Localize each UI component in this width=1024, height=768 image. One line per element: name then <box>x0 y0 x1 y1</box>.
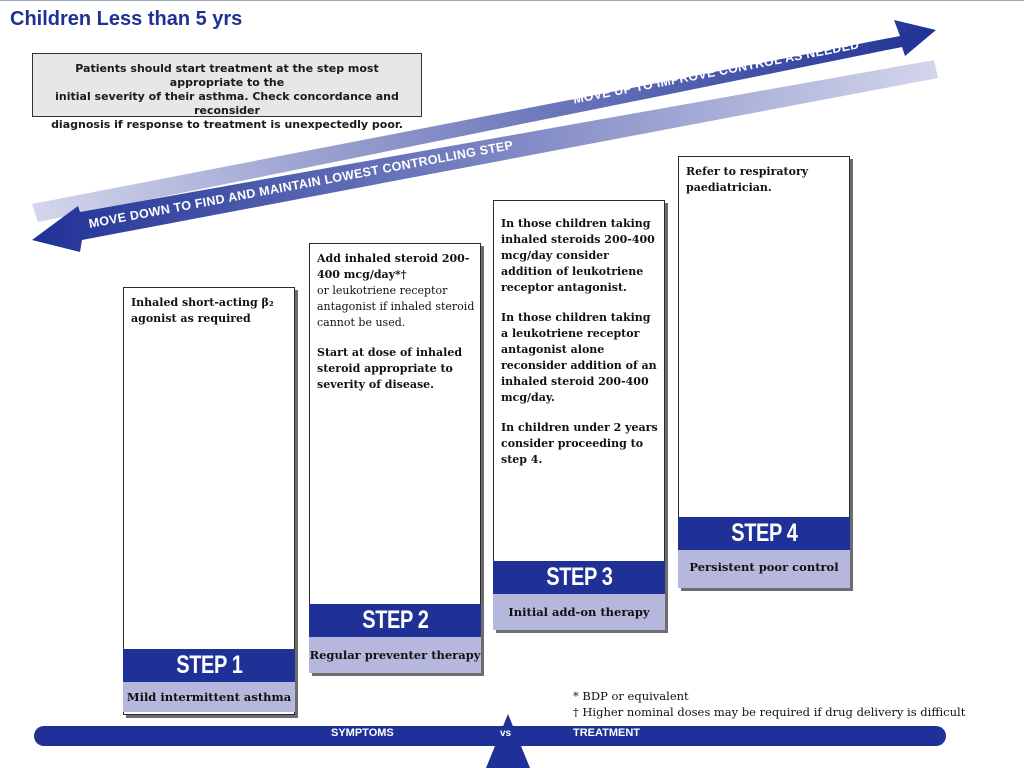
up-arrow-label: MOVE UP TO IMPROVE CONTROL AS NEEDED <box>572 37 860 106</box>
bar-shape <box>34 726 946 746</box>
step-4-column: Refer to respiratory paediatrician. STEP… <box>678 156 850 588</box>
step-3-column: In those children taking inhaled steroid… <box>493 200 665 630</box>
step-2-label: STEP 2 <box>361 606 429 634</box>
step-1-label: STEP 1 <box>175 651 243 679</box>
step-4-card <box>678 156 850 588</box>
note-line: Patients should start treatment at the s… <box>75 62 379 89</box>
step-2-paragraph: Start at dose of inhaled steroid appropr… <box>317 346 463 391</box>
step-2-subtitle: Regular preventer therapy <box>309 637 481 673</box>
step-2-card <box>309 243 481 673</box>
step-2-paragraph-b: or leukotriene receptor antagonist if in… <box>317 284 475 329</box>
step-2-paragraph-a: Add inhaled steroid 200-400 mcg/day*† <box>317 252 470 281</box>
step-2-band: STEP 2 <box>309 604 481 637</box>
step-3-band: STEP 3 <box>493 561 665 594</box>
step-1-paragraph: Inhaled short-acting β₂ agonist as requi… <box>131 296 274 325</box>
step-2-text: Add inhaled steroid 200-400 mcg/day*† or… <box>317 251 475 407</box>
step-2-paragraph: Add inhaled steroid 200-400 mcg/day*† or… <box>317 251 475 331</box>
step-1-subtitle: Mild intermittent asthma <box>123 682 295 712</box>
step-3-paragraph: In those children taking a leukotriene r… <box>501 311 657 404</box>
step-3-label: STEP 3 <box>545 563 613 591</box>
svg-text:MOVE UP TO IMPROVE CONTROL AS: MOVE UP TO IMPROVE CONTROL AS NEEDED <box>572 37 860 106</box>
step-3-paragraph: In those children taking inhaled steroid… <box>501 217 655 294</box>
vs-label: vs <box>500 728 512 739</box>
step-3-subtitle: Initial add-on therapy <box>493 594 665 630</box>
step-1-band: STEP 1 <box>123 649 295 682</box>
bar-triangle <box>486 714 530 768</box>
footnote: † Higher nominal doses may be required i… <box>573 705 966 719</box>
note-line: initial severity of their asthma. Check … <box>55 90 399 117</box>
note-line: diagnosis if response to treatment is un… <box>51 118 403 131</box>
step-1-column: Inhaled short-acting β₂ agonist as requi… <box>123 287 295 715</box>
footnotes: * BDP or equivalent † Higher nominal dos… <box>573 688 965 720</box>
svg-text:MOVE DOWN TO FIND AND MAINTAIN: MOVE DOWN TO FIND AND MAINTAIN LOWEST CO… <box>88 138 515 231</box>
page-title: Children Less than 5 yrs <box>10 8 243 30</box>
step-1-card <box>123 287 295 715</box>
step-2-column: Add inhaled steroid 200-400 mcg/day*† or… <box>309 243 481 673</box>
step-3-paragraph: In children under 2 years consider proce… <box>501 421 658 466</box>
symptoms-treatment-bar <box>34 714 946 768</box>
step-3-text: In those children taking inhaled steroid… <box>501 216 659 482</box>
step-4-text: Refer to respiratory paediatrician. <box>686 164 844 210</box>
treatment-note: Patients should start treatment at the s… <box>32 53 422 131</box>
step-4-label: STEP 4 <box>730 519 798 547</box>
step-4-paragraph: Refer to respiratory paediatrician. <box>686 165 809 194</box>
step-1-text: Inhaled short-acting β₂ agonist as requi… <box>131 295 289 341</box>
footnote: * BDP or equivalent <box>573 689 689 703</box>
step-4-subtitle: Persistent poor control <box>678 550 850 588</box>
symptoms-label: SYMPTOMS <box>331 727 394 739</box>
step-4-band: STEP 4 <box>678 517 850 550</box>
down-arrow-label: MOVE DOWN TO FIND AND MAINTAIN LOWEST CO… <box>88 138 514 231</box>
top-rule <box>0 0 1024 1</box>
treatment-label: TREATMENT <box>573 727 641 739</box>
